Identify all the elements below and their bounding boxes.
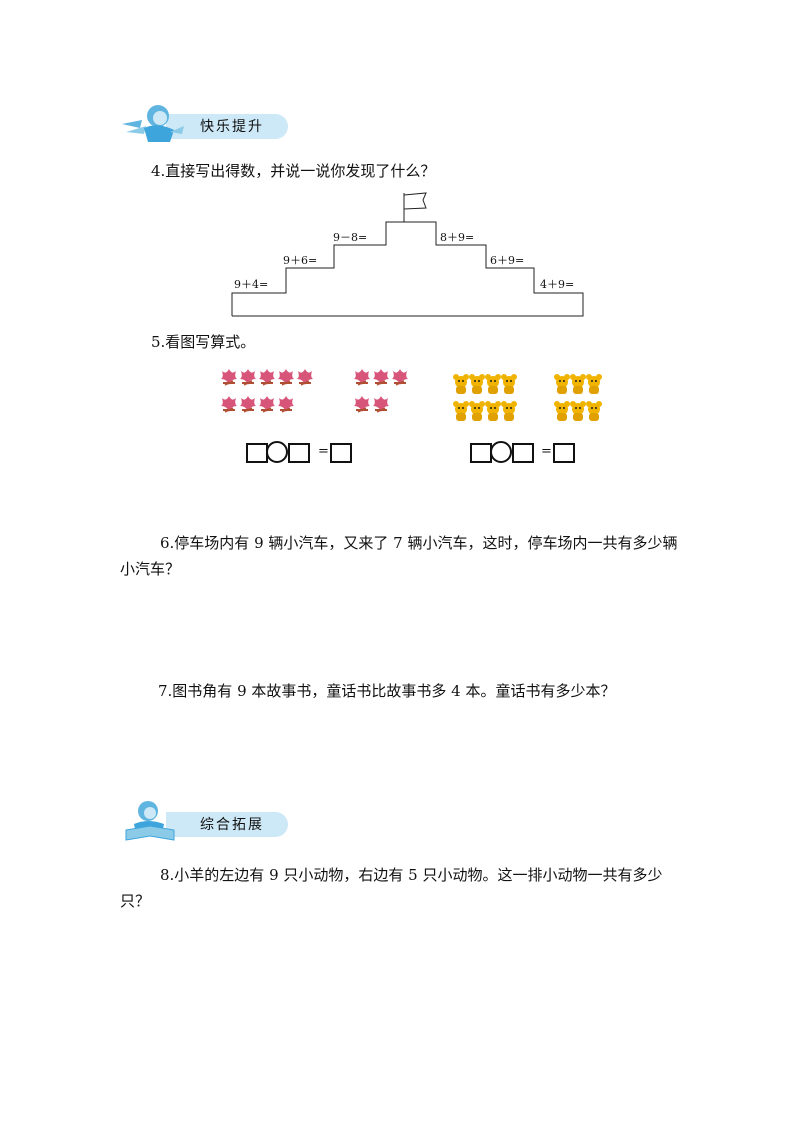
bear-icon (553, 400, 571, 426)
answer-box[interactable] (553, 443, 575, 463)
bear-icon (484, 373, 502, 399)
question-4: 4.直接写出得数，并说一说你发现了什么？ (151, 162, 436, 180)
section-pill (166, 812, 288, 837)
section-pill (166, 114, 288, 139)
answer-box[interactable] (330, 443, 352, 463)
operator-circle[interactable] (266, 441, 288, 463)
flower-icon (351, 365, 373, 391)
flower-icon (256, 365, 278, 391)
section-title: 综合拓展 (200, 817, 264, 833)
bear-icon (500, 373, 518, 399)
bear-icon (569, 373, 587, 399)
section-title: 快乐提升 (200, 119, 264, 135)
question-7: 7.图书角有 9 本故事书，童话书比故事书多 4 本。童话书有多少本？ (158, 682, 616, 700)
flower-icon (256, 392, 278, 418)
flower-icon (370, 392, 392, 418)
question-8: 8.小羊的左边有 9 只小动物，右边有 5 只小动物。这一排小动物一共有多少只？ (120, 866, 663, 910)
section-header-extend: 综合拓展 (120, 800, 290, 842)
flower-icon (294, 365, 316, 391)
flower-icon (237, 392, 259, 418)
stair-label: 9－8= (333, 231, 368, 244)
equals-sign: = (318, 444, 329, 459)
flower-icon (275, 392, 297, 418)
equals-sign: = (541, 444, 552, 459)
flower-icon (275, 365, 297, 391)
reading-boy-icon (125, 801, 175, 841)
bear-icon (585, 400, 603, 426)
bear-icon (468, 373, 486, 399)
bear-icon (452, 373, 470, 399)
bear-icon (484, 400, 502, 426)
stair-label: 9＋4= (234, 278, 269, 291)
flower-icon (389, 365, 411, 391)
stair-label: 6＋9= (490, 254, 525, 267)
flower-icon (370, 365, 392, 391)
bear-icon (500, 400, 518, 426)
flower-icon (218, 365, 240, 391)
stair-label: 8＋9= (440, 231, 475, 244)
bear-icon (452, 400, 470, 426)
bear-icon (553, 373, 571, 399)
staircase-diagram (231, 192, 584, 317)
answer-box[interactable] (288, 443, 310, 463)
flower-icon (351, 392, 373, 418)
answer-box[interactable] (246, 443, 268, 463)
bear-icon (585, 373, 603, 399)
answer-box[interactable] (470, 443, 492, 463)
flower-icon (218, 392, 240, 418)
flag-icon (403, 192, 427, 210)
flower-icon (237, 365, 259, 391)
stair-label: 9＋6= (283, 254, 318, 267)
stair-label: 4＋9= (540, 278, 575, 291)
operator-circle[interactable] (490, 441, 512, 463)
section-header-happy: 快乐提升 (120, 102, 290, 144)
answer-box[interactable] (512, 443, 534, 463)
bear-icon (468, 400, 486, 426)
bear-icon (569, 400, 587, 426)
question-5: 5.看图写算式。 (151, 333, 256, 351)
boy-mascot-icon (122, 105, 184, 142)
question-6: 6.停车场内有 9 辆小汽车，又来了 7 辆小汽车，这时，停车场内一共有多少辆小… (120, 534, 678, 578)
